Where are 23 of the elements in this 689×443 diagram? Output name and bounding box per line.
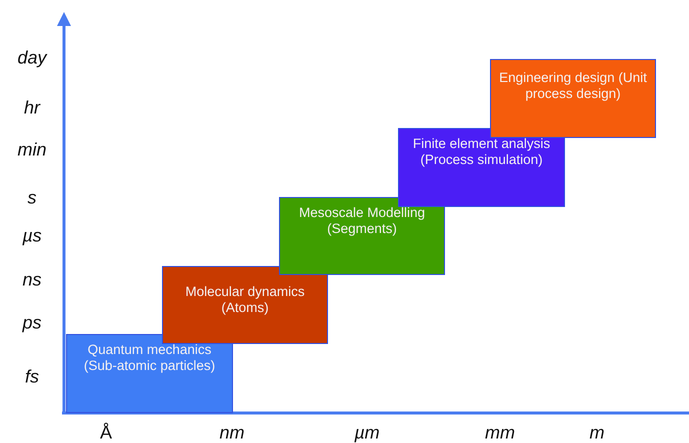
model-label: Quantum mechanics (Sub-atomic particles) bbox=[82, 342, 216, 374]
length-scale-label: µm bbox=[354, 422, 380, 443]
length-scale-label: m bbox=[590, 422, 604, 443]
time-scale-label: ns bbox=[22, 270, 42, 290]
time-scale-label: hr bbox=[24, 98, 40, 118]
model-box bbox=[66, 334, 233, 413]
model-label: Mesoscale Modelling (Segments) bbox=[298, 205, 426, 237]
model-label: Molecular dynamics (Atoms) bbox=[184, 284, 306, 316]
time-scale-label: fs bbox=[25, 366, 39, 388]
time-scale-label: ps bbox=[22, 312, 42, 334]
time-scale-label: µs bbox=[22, 226, 42, 246]
time-scale-label: day bbox=[17, 48, 47, 68]
model-box bbox=[162, 266, 328, 344]
time-scale-label: s bbox=[28, 188, 36, 208]
time-scale-label: min bbox=[18, 140, 46, 160]
model-box bbox=[279, 197, 445, 275]
model-box bbox=[490, 59, 656, 138]
model-box bbox=[398, 128, 565, 207]
model-label: Engineering design (Unit process design) bbox=[498, 70, 648, 102]
length-scale-label: mm bbox=[485, 422, 515, 443]
length-scale-label: nm bbox=[220, 422, 244, 443]
model-label: Finite element analysis (Process simulation) bbox=[412, 136, 552, 168]
length-scale-label: Å bbox=[100, 422, 112, 443]
